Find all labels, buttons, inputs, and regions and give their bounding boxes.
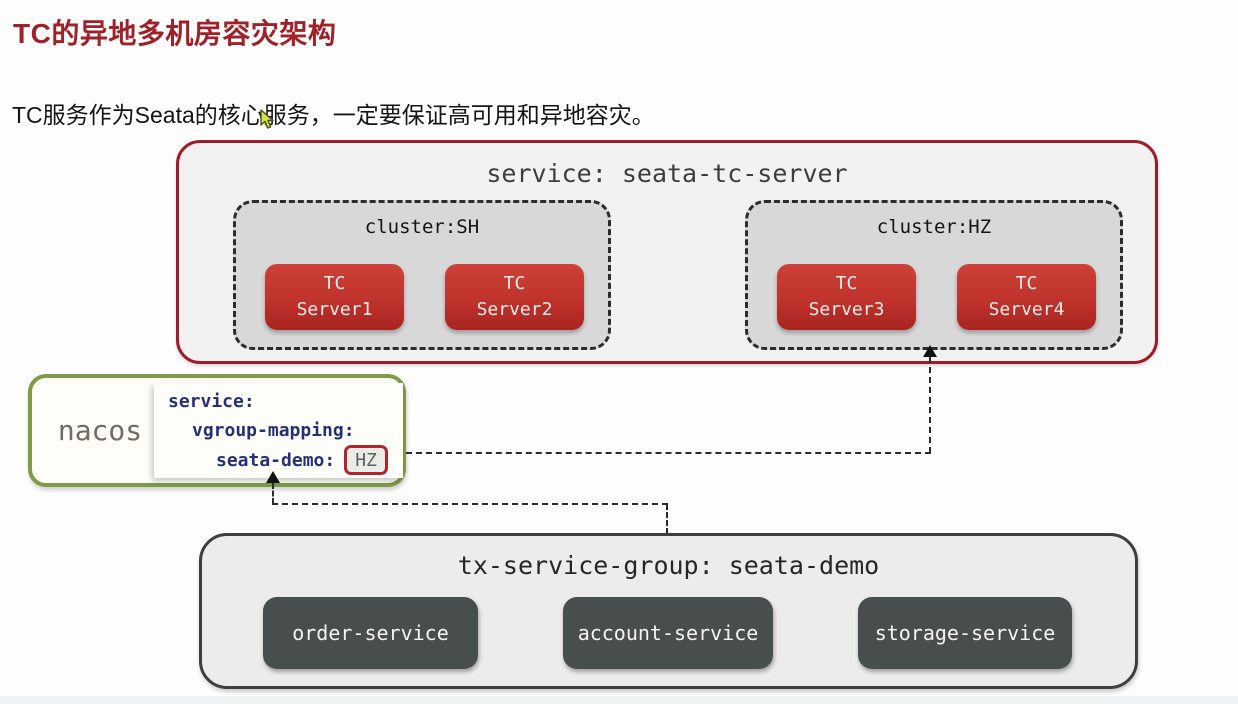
slide-title: TC的异地多机房容灾架构 [13, 18, 337, 49]
config-line-seata-demo: seata-demo: HZ [154, 445, 403, 475]
connector-group-vertical [666, 504, 668, 534]
nacos-box: nacos service: vgroup-mapping: seata-dem… [28, 374, 406, 487]
nacos-config-panel: service: vgroup-mapping: seata-demo: HZ [154, 383, 403, 478]
slide-subtitle: TC服务作为Seata的核心服务，一定要保证高可用和异地容灾。 [12, 102, 655, 128]
cluster-hz-box: cluster:HZ TC Server3 TC Server4 [745, 200, 1123, 350]
cluster-sh-box: cluster:SH TC Server1 TC Server2 [233, 200, 611, 350]
config-key-seata-demo: seata-demo: [216, 449, 336, 471]
connector-group-horizontal [272, 503, 668, 505]
tc-server1-node: TC Server1 [265, 264, 404, 330]
arrowhead-to-cluster-hz [923, 345, 937, 357]
service-node-storage: storage-service [858, 597, 1072, 669]
tc-service-box: service: seata-tc-server cluster:SH TC S… [176, 140, 1158, 364]
connector-hz-vertical [929, 357, 931, 453]
bottom-edge-strip [0, 696, 1238, 704]
config-line-vgroup-mapping: vgroup-mapping: [192, 420, 355, 441]
service-node-account: account-service [563, 597, 773, 669]
nacos-label: nacos [57, 414, 143, 447]
cluster-hz-label: cluster:HZ [876, 216, 992, 238]
tc-server4-node: TC Server4 [957, 264, 1096, 330]
tc-server3-node: TC Server3 [777, 264, 916, 330]
connector-nacos-vertical [272, 483, 274, 504]
hz-cluster-badge: HZ [344, 445, 388, 475]
service-group-label: tx-service-group: seata-demo [457, 551, 880, 580]
tc-server2-node: TC Server2 [445, 264, 584, 330]
config-line-service: service: [168, 391, 255, 412]
mouse-cursor-icon [260, 109, 274, 129]
tc-service-box-label: service: seata-tc-server [486, 159, 848, 188]
arrowhead-to-nacos [266, 471, 280, 483]
service-group-box: tx-service-group: seata-demo order-servi… [199, 533, 1138, 689]
cluster-sh-label: cluster:SH [364, 216, 480, 238]
service-node-order: order-service [263, 597, 478, 669]
connector-hz-horizontal [406, 452, 931, 454]
